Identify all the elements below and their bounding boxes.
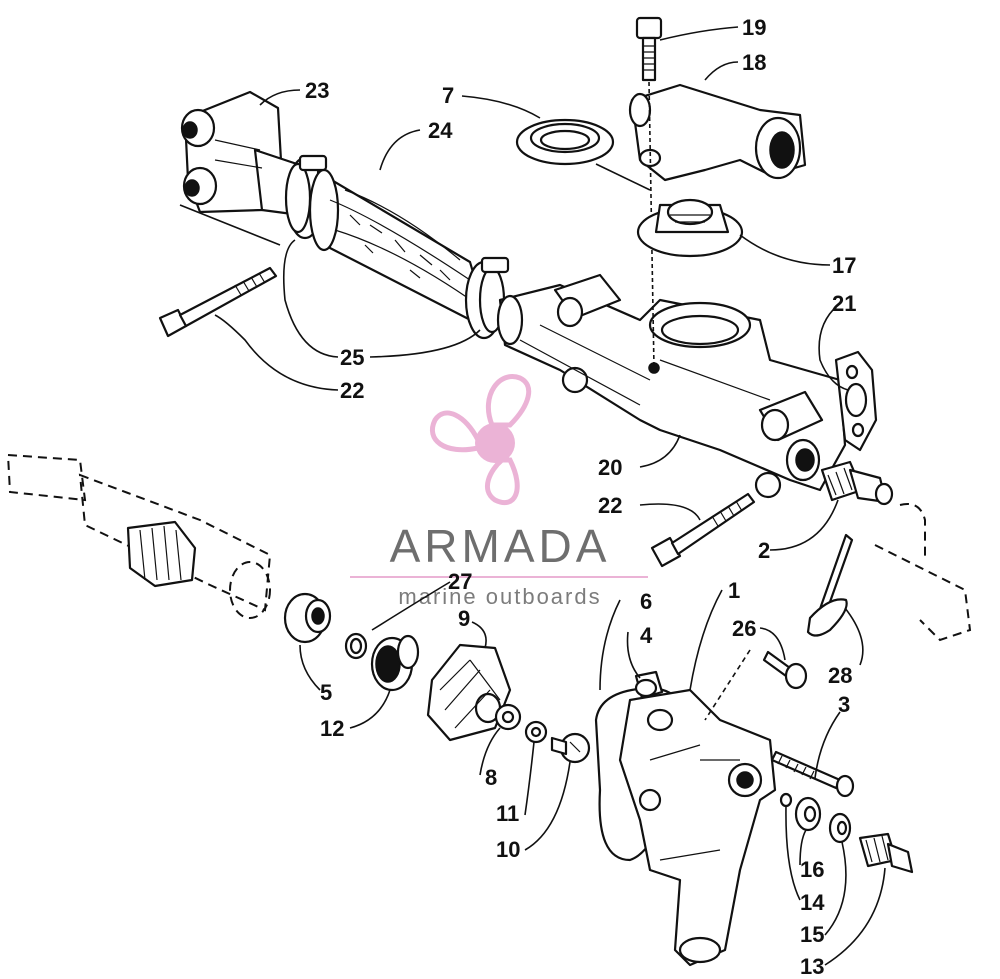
part-long-bolt-right xyxy=(650,492,756,568)
phantom-hose xyxy=(874,503,972,642)
part-small-o-ring xyxy=(779,792,793,808)
part-washer-15 xyxy=(828,812,852,844)
part-snap-ring xyxy=(344,632,368,660)
part-long-bolt-left xyxy=(158,266,278,338)
callout-10: 10 xyxy=(496,837,520,862)
part-bolt-long xyxy=(770,750,855,798)
callout-9: 9 xyxy=(458,606,470,631)
callout-25: 25 xyxy=(340,345,364,370)
callout-8: 8 xyxy=(485,765,497,790)
callout-26: 26 xyxy=(732,616,756,641)
part-drive-shaft xyxy=(6,453,272,619)
parts-drawing xyxy=(6,16,972,967)
callout-5: 5 xyxy=(320,680,332,705)
part-impeller xyxy=(426,643,512,742)
part-pump-housing xyxy=(618,688,777,967)
callout-21: 21 xyxy=(832,291,856,316)
callout-14: 14 xyxy=(800,890,825,915)
callout-22-right: 22 xyxy=(598,493,622,518)
part-elbow-fitting xyxy=(180,90,302,217)
callout-28: 28 xyxy=(828,663,852,688)
part-cable-tie xyxy=(806,533,854,637)
callout-16: 16 xyxy=(800,857,824,882)
part-plug xyxy=(858,832,914,874)
part-impeller-insert xyxy=(370,634,420,692)
callout-4: 4 xyxy=(640,623,653,648)
part-seal xyxy=(515,118,651,191)
callout-12: 12 xyxy=(320,716,344,741)
callout-11: 11 xyxy=(496,801,519,826)
callout-27: 27 xyxy=(448,569,472,594)
leader-lines xyxy=(179,26,886,966)
part-thermostat-cover xyxy=(628,83,807,182)
callout-7: 7 xyxy=(442,83,454,108)
callout-2: 2 xyxy=(758,538,770,563)
callout-20: 20 xyxy=(598,455,622,480)
callout-24: 24 xyxy=(428,118,453,143)
part-bearing xyxy=(283,592,332,644)
watermark-brand: ARMADA xyxy=(390,520,611,572)
part-thermostat xyxy=(636,198,744,258)
callout-18: 18 xyxy=(742,50,766,75)
callout-23: 23 xyxy=(305,78,329,103)
part-screw-housing xyxy=(704,649,808,721)
part-dowel xyxy=(634,670,664,700)
callout-15: 15 xyxy=(800,922,824,947)
propeller-icon xyxy=(429,374,532,505)
callout-13: 13 xyxy=(800,954,824,979)
part-washer-large xyxy=(494,703,522,731)
part-hose xyxy=(308,168,492,332)
callout-1: 1 xyxy=(728,578,740,603)
part-washer-small xyxy=(524,720,548,744)
armada-logo-watermark: ARMADA marine outboards xyxy=(350,374,648,609)
callout-6: 6 xyxy=(640,589,652,614)
watermark-tagline: marine outboards xyxy=(398,584,601,609)
part-manifold-housing xyxy=(496,273,847,499)
callout-labels: 19 18 23 7 24 17 21 25 22 20 22 2 27 6 1… xyxy=(305,15,856,979)
callout-17: 17 xyxy=(832,253,856,278)
part-washer-16 xyxy=(794,796,822,832)
part-screw-impeller xyxy=(550,732,591,764)
callout-22-left: 22 xyxy=(340,378,364,403)
callout-19: 19 xyxy=(742,15,766,40)
callout-3: 3 xyxy=(838,692,850,717)
part-gasket xyxy=(834,350,878,452)
part-fitting xyxy=(820,460,894,506)
